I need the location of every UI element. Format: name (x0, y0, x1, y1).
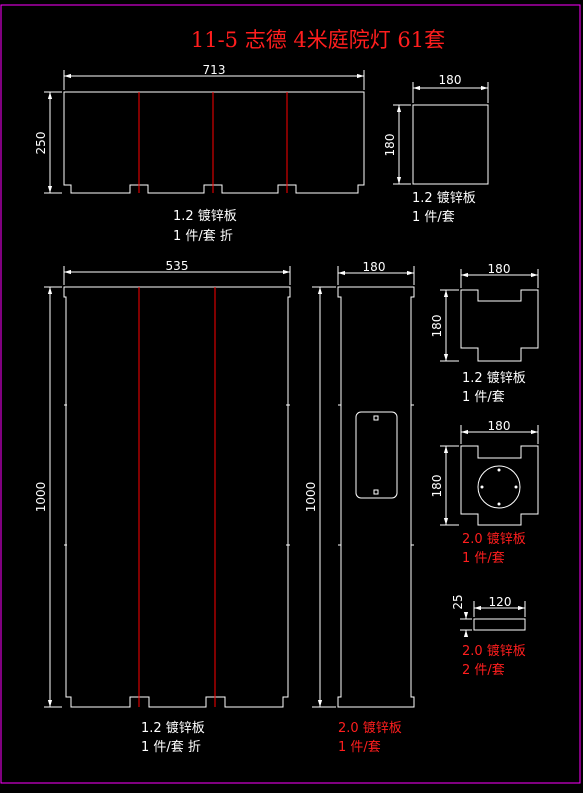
quantity-label: 1 件/套 (462, 550, 505, 566)
part-2-square-plate: 180 180 1.2 镀锌板 1 件/套 (383, 73, 489, 225)
width-dimension: 180 (488, 262, 511, 276)
part-1-top-panel: 713 250 1.2 镀锌板 1 件/套 折 (34, 63, 365, 244)
bolt-hole (497, 468, 501, 472)
width-dimension: 713 (203, 63, 226, 77)
door-opening (355, 411, 398, 499)
height-dimension: 1000 (34, 482, 48, 513)
height-dimension: 180 (430, 315, 444, 338)
bolt-hole (480, 485, 484, 489)
part-4-door-panel: 180 1000 2.0 镀锌板 1 件/套 (304, 260, 415, 755)
part-7-outline (473, 618, 526, 631)
quantity-label: 2 件/套 (462, 662, 505, 678)
quantity-label: 1 件/套 折 (173, 228, 233, 244)
height-dimension: 180 (430, 475, 444, 498)
part-3-outline (63, 286, 291, 708)
part-2-outline (412, 104, 489, 185)
material-label: 2.0 镀锌板 (338, 720, 402, 736)
material-label: 1.2 镀锌板 (141, 720, 205, 736)
center-hole (477, 465, 521, 509)
screw-hole (373, 489, 379, 495)
height-dimension: 1000 (304, 482, 318, 513)
material-label: 1.2 镀锌板 (173, 208, 237, 224)
drawing-title: 11-5 志德 4米庭院灯 61套 (191, 28, 445, 52)
height-dimension: 25 (451, 594, 465, 609)
part-4-outline (337, 286, 415, 708)
height-dimension: 180 (383, 134, 397, 157)
quantity-label: 1 件/套 (412, 209, 455, 225)
width-dimension: 180 (488, 419, 511, 433)
part-3-side-panel: 535 1000 1.2 镀锌板 1 件/套 折 (34, 259, 291, 755)
part-6-outline (460, 445, 539, 526)
width-dimension: 535 (166, 259, 189, 273)
part-6-base-plate: 180 180 2.0 镀锌板 1 件/套 (430, 419, 539, 566)
part-5-notched-plate: 180 180 1.2 镀锌板 1 件/套 (430, 262, 539, 405)
width-dimension: 180 (363, 260, 386, 274)
height-dimension: 250 (34, 132, 48, 155)
part-1-outline (63, 91, 365, 194)
width-dimension: 180 (439, 73, 462, 87)
material-label: 2.0 镀锌板 (462, 531, 526, 547)
material-label: 2.0 镀锌板 (462, 643, 526, 659)
bolt-hole (497, 502, 501, 506)
screw-hole (373, 415, 379, 421)
quantity-label: 1 件/套 (338, 739, 381, 755)
material-label: 1.2 镀锌板 (462, 370, 526, 386)
width-dimension: 120 (489, 595, 512, 609)
material-label: 1.2 镀锌板 (412, 190, 476, 206)
part-5-outline (460, 289, 539, 362)
part-7-strip: 120 25 2.0 镀锌板 2 件/套 (451, 594, 526, 678)
drawing-frame (0, 4, 581, 784)
quantity-label: 1 件/套 折 (141, 739, 201, 755)
quantity-label: 1 件/套 (462, 389, 505, 405)
bolt-hole (514, 485, 518, 489)
